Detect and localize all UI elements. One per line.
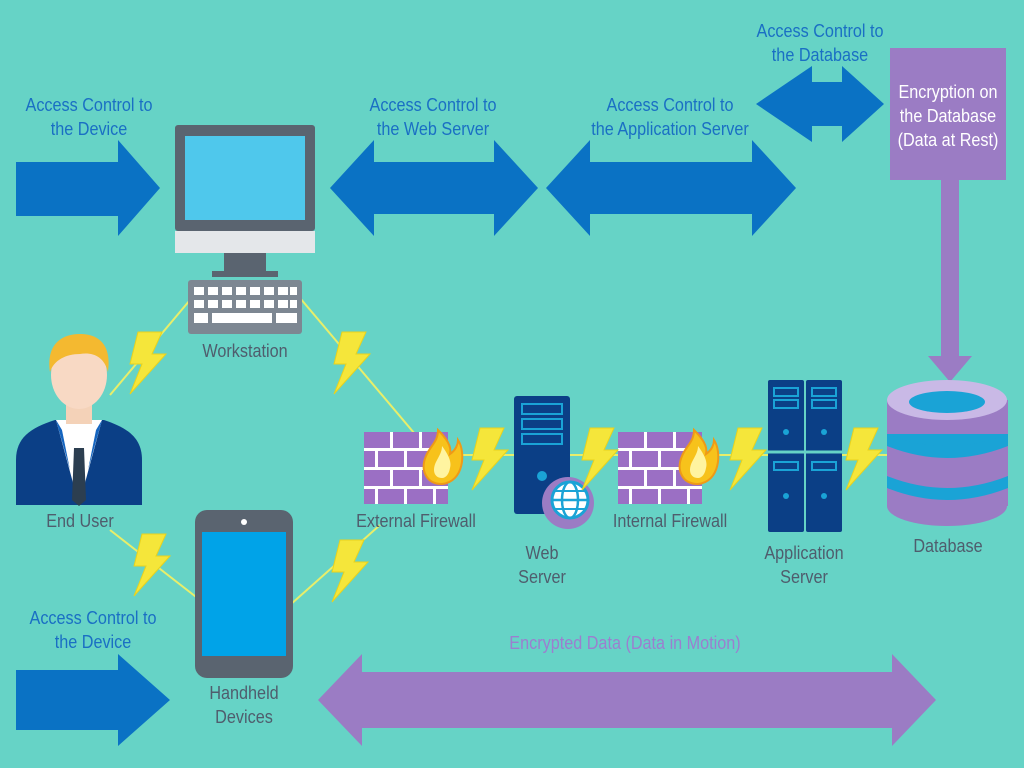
monitor-icon <box>175 125 315 277</box>
lightning-bolt-icon <box>845 427 883 491</box>
database-label: Database <box>913 536 983 556</box>
lightning-bolt-icon <box>471 427 509 491</box>
tablet-icon <box>195 510 293 678</box>
lightning-bolt-icon <box>129 331 167 395</box>
device-access-arrow-bottom <box>16 654 170 746</box>
database-access-arrow <box>756 66 884 142</box>
lightning-bolt-icon <box>729 427 767 491</box>
external-firewall-label: External Firewall <box>356 511 476 531</box>
globe-icon <box>542 477 594 529</box>
app-server-icon <box>768 380 842 532</box>
end-user-label: End User <box>46 511 114 531</box>
lightning-bolt-icon <box>333 331 371 395</box>
internal-firewall-label: Internal Firewall <box>612 511 728 531</box>
encrypted-data-in-motion-label: Encrypted Data (Data in Motion) <box>509 633 741 653</box>
external-firewall-icon <box>364 429 464 504</box>
database-icon <box>887 380 1008 526</box>
lightning-bolt-icon <box>133 533 171 597</box>
lightning-bolt-icon <box>581 427 619 491</box>
device-access-arrow-top <box>16 140 160 236</box>
workstation-label: Workstation <box>202 341 288 361</box>
encryption-down-arrow <box>928 180 972 382</box>
person-icon <box>16 334 142 506</box>
encrypted-data-arrow <box>318 654 936 746</box>
app-server-access-arrow <box>546 140 796 236</box>
internal-firewall-icon <box>618 429 720 504</box>
keyboard-icon <box>188 280 302 334</box>
lightning-bolt-icon <box>331 539 369 603</box>
web-server-access-arrow <box>330 140 538 236</box>
encryption-box <box>890 48 1006 180</box>
